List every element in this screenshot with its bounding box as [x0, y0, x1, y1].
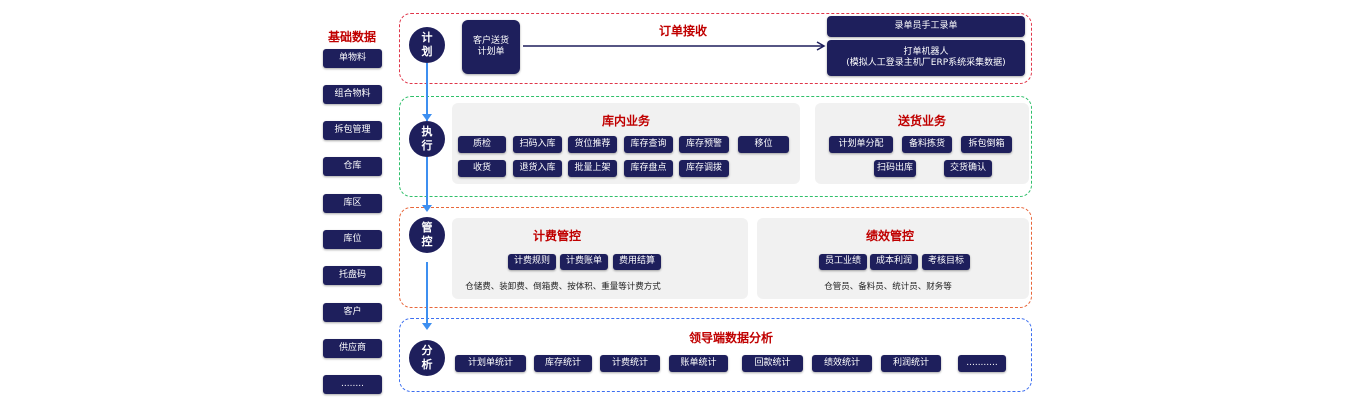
- stage-control: 管控: [409, 217, 445, 253]
- flow-line: [426, 262, 428, 326]
- plan-title: 订单接收: [658, 24, 708, 38]
- analysis-button[interactable]: 利润统计: [881, 355, 941, 372]
- warehouse-button[interactable]: 收货: [458, 160, 506, 177]
- arrow-down-icon: [422, 205, 432, 212]
- analysis-button[interactable]: 计费统计: [600, 355, 660, 372]
- performance-button[interactable]: 考核目标: [922, 254, 970, 270]
- control-section: [399, 207, 1032, 308]
- warehouse-title: 库内业务: [601, 114, 651, 128]
- performance-title: 绩效管控: [865, 229, 915, 243]
- billing-button[interactable]: 费用结算: [613, 254, 661, 270]
- billing-title: 计费管控: [532, 229, 582, 243]
- arrow-down-icon: [422, 114, 432, 121]
- performance-note: 仓管员、备料员、统计员、财务等: [824, 282, 952, 292]
- stage-analyze: 分析: [409, 340, 445, 376]
- arrow-right-icon: [523, 41, 826, 51]
- robot-label: 打单机器人: [903, 46, 949, 57]
- delivery-title: 送货业务: [897, 114, 947, 128]
- analysis-more-button[interactable]: ...........: [958, 355, 1006, 372]
- customer-plan-box[interactable]: 客户送货计划单: [462, 20, 520, 74]
- analyze-section: [399, 318, 1032, 392]
- manual-entry-box[interactable]: 录单员手工录单: [827, 16, 1025, 37]
- warehouse-button[interactable]: 扫码入库: [513, 136, 562, 153]
- delivery-button[interactable]: 计划单分配: [829, 136, 893, 153]
- flow-line: [426, 157, 428, 210]
- arrow-down-icon: [422, 323, 432, 330]
- stage-execute: 执行: [409, 121, 445, 157]
- execute-section: [399, 96, 1032, 197]
- sidebar-item[interactable]: 客户: [323, 303, 382, 322]
- warehouse-button[interactable]: 移位: [738, 136, 789, 153]
- warehouse-button[interactable]: 库存盘点: [624, 160, 673, 177]
- flow-line: [426, 63, 428, 121]
- sidebar-item[interactable]: 库区: [323, 194, 382, 213]
- analyze-title: 领导端数据分析: [688, 331, 774, 345]
- performance-button[interactable]: 员工业绩: [819, 254, 867, 270]
- delivery-button[interactable]: 拆包倒箱: [961, 136, 1012, 153]
- warehouse-button[interactable]: 批量上架: [568, 160, 617, 177]
- sidebar-item[interactable]: 拆包管理: [323, 121, 382, 140]
- stage-plan: 计划: [409, 27, 445, 63]
- warehouse-button[interactable]: 退货入库: [513, 160, 562, 177]
- sidebar-item[interactable]: 组合物料: [323, 85, 382, 104]
- analysis-button[interactable]: 账单统计: [669, 355, 728, 372]
- billing-button[interactable]: 计费规则: [508, 254, 556, 270]
- billing-note: 仓储费、装卸费、倒箱费、按体积、重量等计费方式: [465, 282, 661, 292]
- delivery-button[interactable]: 交货确认: [944, 160, 992, 177]
- plan-section: [399, 13, 1032, 84]
- analysis-button[interactable]: 回款统计: [742, 355, 803, 372]
- warehouse-button[interactable]: 库存查询: [624, 136, 673, 153]
- sidebar-item[interactable]: 仓库: [323, 157, 382, 176]
- delivery-button[interactable]: 备料拣货: [902, 136, 952, 153]
- analysis-button[interactable]: 计划单统计: [455, 355, 526, 372]
- sidebar-item[interactable]: ........: [323, 375, 382, 394]
- warehouse-button[interactable]: 库存预警: [679, 136, 729, 153]
- sidebar-item[interactable]: 托盘码: [323, 266, 382, 285]
- analysis-button[interactable]: 库存统计: [534, 355, 592, 372]
- warehouse-button[interactable]: 货位推荐: [568, 136, 617, 153]
- robot-entry-box[interactable]: 打单机器人 (模拟人工登录主机厂ERP系统采集数据): [827, 40, 1025, 76]
- robot-desc: (模拟人工登录主机厂ERP系统采集数据): [846, 58, 1006, 68]
- warehouse-button[interactable]: 库存调拨: [679, 160, 729, 177]
- sidebar-item[interactable]: 单物料: [323, 49, 382, 68]
- sidebar-item[interactable]: 库位: [323, 230, 382, 249]
- sidebar-item[interactable]: 供应商: [323, 339, 382, 358]
- analysis-button[interactable]: 绩效统计: [812, 355, 872, 372]
- billing-button[interactable]: 计费账单: [560, 254, 608, 270]
- performance-button[interactable]: 成本利润: [870, 254, 918, 270]
- warehouse-button[interactable]: 质检: [458, 136, 506, 153]
- sidebar-title: 基础数据: [328, 30, 377, 44]
- delivery-button[interactable]: 扫码出库: [874, 160, 916, 177]
